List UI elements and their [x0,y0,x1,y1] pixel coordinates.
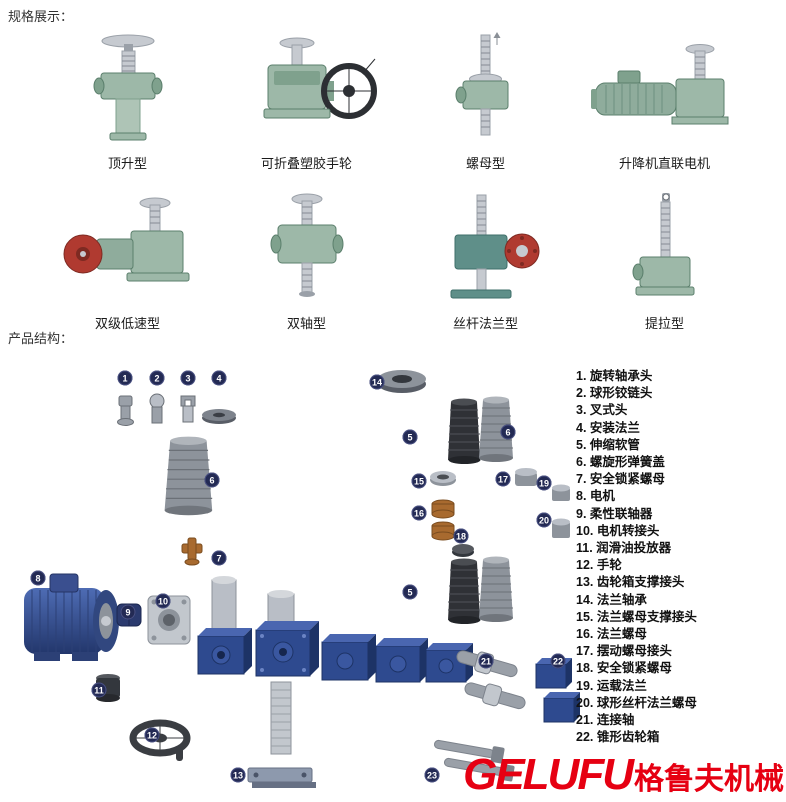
part-number-badge: 11 [91,682,107,698]
part-number-badge: 2 [149,370,165,386]
part-number-badge: 19 [536,475,552,491]
product-label: 丝杆法兰型 [452,316,518,331]
part-number-badge: 3 [180,370,196,386]
parts-list-item: 8. 电机 [576,489,615,504]
part-number-badge: 8 [30,570,46,586]
spec-heading: 规格展示： [8,9,74,24]
parts-list-item: 7. 安全锁紧螺母 [576,472,665,487]
product-image-double-shaft [222,186,392,304]
part-number-badge: 4 [211,370,227,386]
product-image-screw-flange [401,186,571,304]
product-label: 双轴型 [286,316,326,331]
product-label: 升降机直联电机 [618,156,710,171]
part-number-badge: 23 [424,767,440,783]
parts-list-item: 13. 齿轮箱支撑接头 [576,575,685,590]
part-number-badge: 9 [120,604,136,620]
logo-text-en: GELUFU [463,750,634,799]
part-number-badge: 6 [204,472,220,488]
part-number-badge: 21 [478,653,494,669]
parts-list-item: 16. 法兰螺母 [576,627,647,642]
parts-list-item: 12. 手轮 [576,558,622,573]
product-image-two-stage-low-speed [43,186,213,304]
product-cell: 提拉型 [575,186,754,332]
parts-list-item: 20. 球形丝杆法兰螺母 [576,695,697,710]
parts-list-item: 19. 运载法兰 [576,678,647,693]
part-number-badge: 20 [536,512,552,528]
product-label: 双级低速型 [94,316,160,331]
parts-list-item: 14. 法兰轴承 [576,592,647,607]
product-label: 可折叠塑胶手轮 [260,156,352,171]
product-image-nut-type [401,26,571,144]
parts-list-item: 3. 叉式头 [576,403,628,418]
part-number-badge: 12 [144,727,160,743]
parts-list-item: 1. 旋转轴承头 [576,369,653,383]
product-label: 螺母型 [465,156,505,171]
part-number-badge: 13 [230,767,246,783]
product-label: 提拉型 [644,316,684,331]
structure-heading: 产品结构： [8,331,74,346]
parts-list-item: 10. 电机转接头 [576,523,660,538]
product-cell: 双级低速型 [38,186,217,332]
parts-list-item: 6. 螺旋形弹簧盖 [576,455,665,470]
part-number-badge: 16 [411,505,427,521]
parts-list-item: 2. 球形铰链头 [576,386,653,401]
part-number-badge: 22 [550,653,566,669]
part-number-badge: 1 [117,370,133,386]
logo-text-cn: 格鲁夫机械 [634,763,784,796]
part-number-badge: 15 [411,473,427,489]
parts-list: 1. 旋转轴承头 2. 球形铰链头 3. 叉式头 4. 安装法兰 5. 伸缩软管 6. 螺… [576,368,697,746]
product-cell: 双轴型 [217,186,396,332]
parts-list-item: 11. 润滑油投放器 [576,541,672,556]
brand-logo: GELUFU 格鲁夫机械 [463,750,784,800]
part-number-badge: 10 [155,593,171,609]
product-image-foldable-handwheel [222,26,392,144]
product-cell: 顶升型 [38,26,217,172]
parts-list-item: 4. 安装法兰 [576,420,640,435]
part-number-badge: 17 [495,471,511,487]
parts-list-item: 21. 连接轴 [576,713,635,728]
part-number-badge: 14 [369,374,385,390]
product-grid: 顶升型 可折叠塑胶手轮 [38,26,754,332]
exploded-view-illustration [24,370,580,788]
part-number-badge: 5 [402,584,418,600]
product-cell: 可折叠塑胶手轮 [217,26,396,172]
parts-list-item: 5. 伸缩软管 [576,437,640,452]
part-number-badge: 6 [500,424,516,440]
parts-list-item: 9. 柔性联轴器 [576,506,653,521]
parts-list-item: 18. 安全锁紧螺母 [576,661,672,676]
part-number-badge: 18 [453,528,469,544]
parts-list-item: 15. 法兰螺母支撑接头 [576,609,697,624]
product-cell: 螺母型 [396,26,575,172]
product-image-top-lift-type [43,26,213,144]
part-number-badge: 7 [211,550,227,566]
product-cell: 升降机直联电机 [575,26,754,172]
parts-list-item: 22. 锥形齿轮箱 [576,730,660,745]
product-image-direct-motor [580,26,750,144]
product-cell: 丝杆法兰型 [396,186,575,332]
product-image-pull-type [580,186,750,304]
part-number-badge: 5 [402,429,418,445]
parts-list-item: 17. 摆动螺母接头 [576,644,672,659]
product-label: 顶升型 [107,156,147,171]
